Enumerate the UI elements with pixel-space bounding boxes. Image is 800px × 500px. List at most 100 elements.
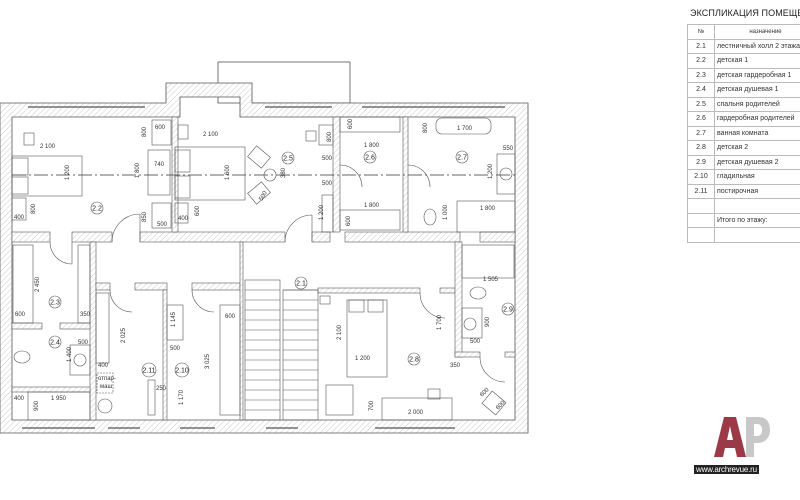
- room-name-cell: детская душевая 2: [714, 154, 800, 170]
- room-number-cell: 2.8: [687, 140, 715, 156]
- dimension: 900: [485, 316, 491, 327]
- room-schedule: ЭКСПЛИКАЦИЯ ПОМЕЩЕНИЙ № назначение 2.1ле…: [687, 8, 800, 243]
- furniture: [11, 116, 516, 421]
- dimension: 1 800: [480, 206, 496, 212]
- dimension: 600: [479, 387, 491, 399]
- dimension: 1 200: [319, 204, 325, 220]
- empty-row: [687, 227, 800, 243]
- room-number-cell: 2.1: [687, 38, 715, 54]
- room-number-cell: 2.10: [687, 169, 715, 185]
- room-label-2-9: 2.9: [501, 302, 515, 316]
- room-number: 2.8: [409, 357, 419, 364]
- room-label-2-1: 2.1: [294, 276, 308, 290]
- room-name-cell: гладильная: [714, 169, 800, 185]
- room-label-2-11: 2.11: [141, 362, 157, 378]
- room-number-cell: 2.3: [687, 67, 715, 83]
- room-number: 2.2: [92, 206, 102, 213]
- dimension: 500: [157, 222, 168, 228]
- appliance-label: маш: [100, 384, 112, 390]
- logo-letter-p: [746, 417, 770, 457]
- dimension: 2 100: [40, 144, 56, 150]
- dimension: 400: [178, 216, 189, 222]
- room-name-cell: детская 1: [714, 53, 800, 69]
- dimension: 250: [156, 386, 167, 392]
- dimension: 400: [14, 215, 25, 221]
- dimension: 1 700: [437, 314, 443, 330]
- room-labels: 2.1 2.2 2.3 2.4 2.5 2.6 2.7 2.8 2.9 2.11…: [48, 150, 515, 378]
- dimension: 1 200: [488, 163, 494, 179]
- room-number: 2.3: [50, 300, 60, 307]
- dimension: 500: [322, 181, 333, 187]
- dimension: 350: [450, 363, 461, 369]
- dimension: 850: [142, 211, 148, 222]
- dimension: 600: [155, 125, 166, 131]
- dimension: 1 700: [457, 126, 473, 132]
- room-number: 2.4: [50, 340, 60, 347]
- dimension: 1 600: [225, 164, 231, 180]
- room-label-2-7: 2.7: [455, 150, 469, 164]
- dimension: 800: [31, 203, 37, 214]
- room-label-2-6: 2.6: [363, 150, 377, 164]
- dimension: 400: [98, 363, 109, 369]
- dimension: 550: [503, 146, 514, 152]
- dimension: 1 950: [51, 396, 67, 402]
- dimension: 600: [495, 400, 507, 412]
- dimension: 740: [154, 162, 165, 168]
- empty-cell: [714, 198, 800, 214]
- dimension: 600: [346, 215, 352, 226]
- room-label-2-8: 2.8: [407, 352, 421, 366]
- dimension: 2 025: [121, 327, 127, 343]
- dimension: 2 450: [35, 276, 41, 292]
- dimension: 800: [423, 122, 429, 133]
- dimension: 800: [142, 126, 148, 137]
- room-name-cell: спальня родителей: [714, 96, 800, 112]
- dimension: 500: [322, 156, 333, 162]
- total-label: Итого по этажу:: [714, 212, 800, 228]
- interior-walls: [11, 116, 516, 421]
- room-number-cell: 2.11: [687, 183, 715, 199]
- dimension: 600: [225, 314, 236, 320]
- room-name-cell: гардеробная родителей: [714, 111, 800, 127]
- total-row: Итого по этажу:: [687, 212, 800, 228]
- dimension: 1 800: [364, 143, 380, 149]
- schedule-title: ЭКСПЛИКАЦИЯ ПОМЕЩЕНИЙ: [690, 8, 800, 18]
- dimension: 1 505: [483, 277, 499, 283]
- header-num: №: [687, 24, 715, 40]
- room-number-cell: 2.7: [687, 125, 715, 141]
- floor-plan: 2.1 2.2 2.3 2.4 2.5 2.6 2.7 2.8 2.9 2.11…: [0, 61, 529, 434]
- dimension: 380: [281, 167, 287, 178]
- room-number: 2.6: [365, 155, 375, 162]
- empty-cell: [687, 227, 715, 243]
- room-number: 2.1: [296, 281, 306, 288]
- dimension: 600: [348, 118, 354, 129]
- dimension: 1 800: [135, 162, 141, 178]
- site-url: www.archrevue.ru: [694, 465, 759, 474]
- doors: [49, 164, 506, 383]
- archrevue-logo: [714, 417, 770, 457]
- dimension: 900: [34, 400, 40, 411]
- room-name-cell: детская гардеробная 1: [714, 67, 800, 83]
- table-header: № назначение: [687, 24, 800, 40]
- room-number-cell: 2.2: [687, 53, 715, 69]
- room-name-cell: детская 2: [714, 140, 800, 156]
- dimension: 500: [470, 339, 481, 345]
- room-number: 2.11: [142, 368, 155, 375]
- room-number: 2.5: [283, 156, 293, 163]
- dimension: 700: [369, 400, 375, 411]
- dimension: 500: [78, 340, 89, 346]
- dimension: 500: [170, 346, 181, 352]
- room-label-2-10: 2.10: [174, 362, 190, 378]
- room-name-cell: ванная комната: [714, 125, 800, 141]
- room-number: 2.7: [457, 155, 467, 162]
- dimension: 1 200: [65, 164, 71, 180]
